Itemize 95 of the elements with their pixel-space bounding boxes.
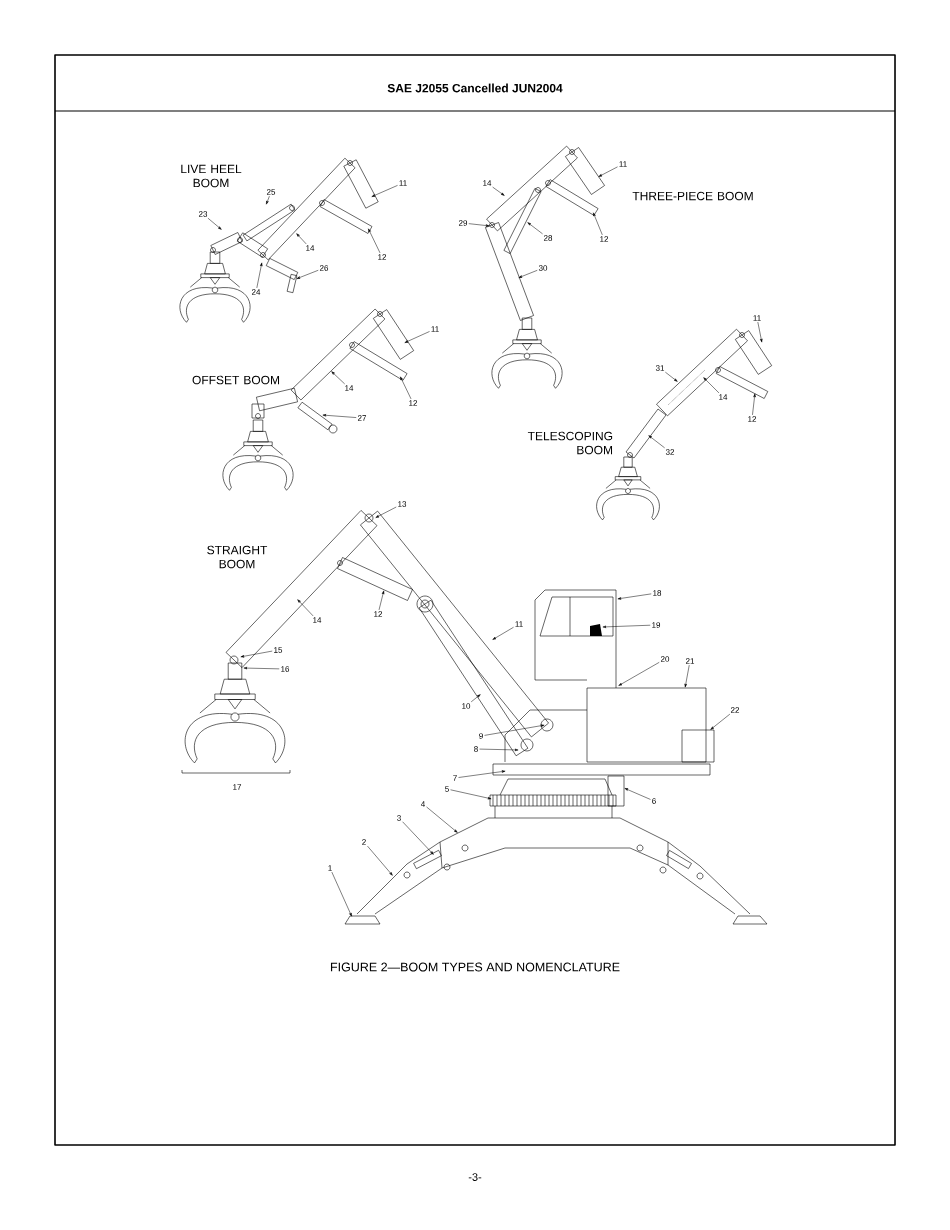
- boom-type-label: OFFSET BOOM: [192, 375, 279, 385]
- callout-number: 4: [420, 801, 425, 807]
- leader-line: [450, 789, 492, 800]
- leader-line: [266, 195, 270, 205]
- leader-line: [757, 321, 763, 343]
- leader-line: [593, 212, 603, 236]
- callout-number: 14: [306, 245, 315, 251]
- leader-line: [617, 593, 652, 600]
- leader-line: [371, 185, 398, 197]
- callout-number: 12: [748, 416, 757, 422]
- callout-number: 9: [479, 733, 483, 739]
- callout-number: 3: [397, 815, 401, 821]
- callout-number: 2: [362, 839, 366, 845]
- leader-line: [322, 414, 357, 418]
- callout-number: 32: [665, 449, 675, 455]
- leader-line: [400, 376, 412, 400]
- header-title: SAE J2055 Cancelled JUN2004: [387, 83, 563, 93]
- callout-number: 26: [319, 265, 329, 271]
- leader-line: [665, 371, 678, 382]
- leader-line: [402, 821, 434, 855]
- callout-number: 20: [660, 656, 670, 662]
- callout-number: 8: [474, 746, 478, 752]
- callout-number: 23: [198, 211, 208, 217]
- leader-line: [527, 222, 543, 235]
- callout-number: 18: [653, 590, 662, 596]
- callout-number: 11: [753, 315, 761, 321]
- callout-number: 10: [462, 703, 471, 709]
- callout-number: 1: [328, 865, 332, 871]
- callout-number: 30: [538, 265, 548, 271]
- leader-line: [710, 713, 731, 730]
- leader-line: [684, 664, 690, 688]
- callout-number: 13: [398, 501, 407, 507]
- figure-caption: FIGURE 2—BOOM TYPES AND NOMENCLATURE: [331, 962, 620, 972]
- leader-line: [240, 650, 273, 658]
- callout-number: 22: [730, 707, 740, 713]
- leader-line: [296, 233, 307, 245]
- callout-number: 11: [619, 161, 627, 167]
- leader-line: [468, 223, 490, 227]
- leader-line: [297, 599, 314, 617]
- callout-number: 11: [431, 326, 439, 332]
- leader-line: [368, 228, 381, 254]
- callout-number: 12: [409, 400, 418, 406]
- leader-line: [479, 748, 519, 752]
- leader-line: [470, 694, 481, 703]
- callout-number: 21: [685, 658, 695, 664]
- callout-number: 12: [378, 254, 387, 260]
- callout-number: 16: [281, 666, 290, 672]
- leader-line: [404, 331, 430, 343]
- callout-number: 14: [313, 617, 322, 623]
- callout-number: 28: [543, 235, 553, 241]
- callout-number: 24: [251, 289, 261, 295]
- callout-number: 11: [399, 180, 407, 186]
- boom-type-label: STRAIGHT BOOM: [207, 545, 268, 569]
- boom-type-label: LIVE HEEL BOOM: [181, 164, 242, 188]
- leader-line: [331, 871, 352, 917]
- callout-number: 27: [357, 415, 367, 421]
- leader-line: [458, 770, 506, 778]
- callout-number: 11: [515, 621, 523, 627]
- callout-number: 14: [483, 180, 492, 186]
- callout-number: 17: [233, 784, 242, 790]
- leader-line: [367, 845, 393, 876]
- leader-line: [331, 371, 345, 385]
- leader-line: [602, 624, 651, 629]
- leader-line: [243, 666, 280, 670]
- leader-line: [752, 393, 756, 416]
- callout-number: 12: [374, 611, 383, 617]
- callout-number: 5: [445, 786, 449, 792]
- leader-line: [492, 186, 505, 196]
- leader-line: [256, 262, 263, 289]
- callout-number: 19: [652, 622, 661, 628]
- callout-number: 6: [652, 798, 656, 804]
- callout-number: 7: [453, 775, 457, 781]
- callout-number: 12: [600, 236, 609, 242]
- leader-line: [703, 377, 720, 394]
- leader-line: [378, 590, 385, 611]
- callout-number: 14: [345, 385, 354, 391]
- leader-line: [296, 270, 319, 279]
- callout-number: 14: [719, 394, 728, 400]
- leader-line: [624, 788, 651, 800]
- leader-line: [518, 270, 538, 278]
- leader-line: [207, 217, 222, 230]
- page-number: -3-: [468, 1173, 482, 1181]
- leader-line: [648, 435, 665, 449]
- leader-line: [375, 506, 397, 518]
- callout-number: 31: [655, 365, 665, 371]
- boom-type-label: TELESCOPING BOOM: [527, 431, 613, 455]
- callout-number: 25: [266, 189, 276, 195]
- leader-line: [598, 166, 618, 177]
- leader-line: [618, 662, 660, 686]
- callout-number: 15: [274, 647, 283, 653]
- leader-line: [426, 806, 458, 833]
- boom-type-label: THREE-PIECE BOOM: [632, 191, 753, 201]
- callout-number: 29: [458, 220, 468, 226]
- leader-line: [484, 724, 545, 736]
- leader-line: [492, 627, 514, 640]
